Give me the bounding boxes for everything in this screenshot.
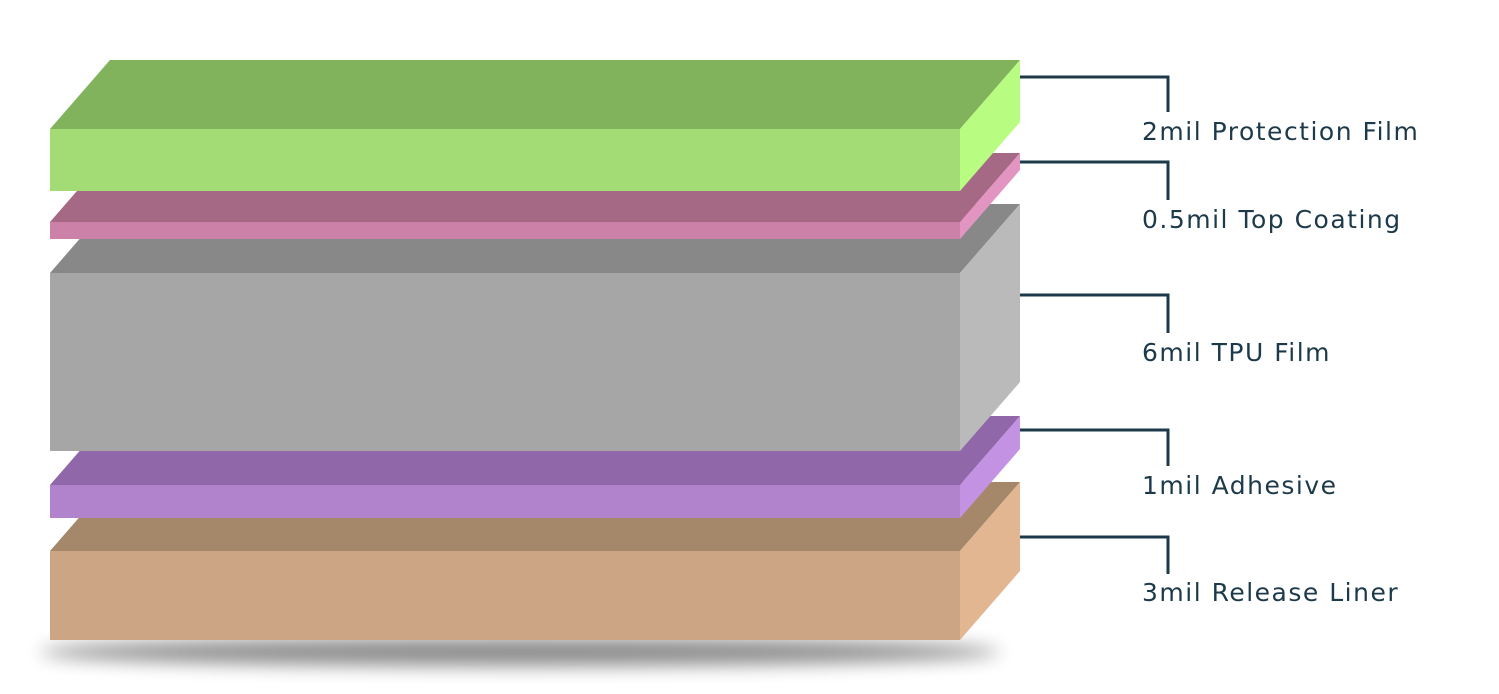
release-liner-side-face <box>960 482 1020 640</box>
adhesive-leader <box>1020 428 1170 466</box>
protection-film-side-face <box>960 60 1020 191</box>
adhesive-front-face <box>50 485 960 518</box>
protection-film-label: 2mil Protection Film <box>1142 117 1419 146</box>
adhesive-side-face <box>960 416 1020 518</box>
top-coating-leader <box>1020 160 1170 200</box>
tpu-film-label: 6mil TPU Film <box>1142 338 1331 367</box>
adhesive-label: 1mil Adhesive <box>1142 471 1338 500</box>
stack-shadow <box>40 638 1000 666</box>
top-coating-label: 0.5mil Top Coating <box>1142 205 1402 234</box>
top-coating-side-face <box>960 153 1020 239</box>
layer-tpu-film <box>50 204 1020 451</box>
protection-film-front-face <box>50 129 960 191</box>
tpu-film-front-face <box>50 273 960 451</box>
release-liner-leader <box>1020 535 1170 574</box>
tpu-film-leader <box>1020 293 1170 333</box>
tpu-film-side-face <box>960 204 1020 451</box>
protection-film-leader <box>1020 75 1170 112</box>
layer-protection-film <box>50 60 1020 191</box>
protection-film-top-face <box>50 60 1020 129</box>
release-liner-front-face <box>50 551 960 640</box>
top-coating-front-face <box>50 222 960 239</box>
release-liner-label: 3mil Release Liner <box>1142 578 1399 607</box>
